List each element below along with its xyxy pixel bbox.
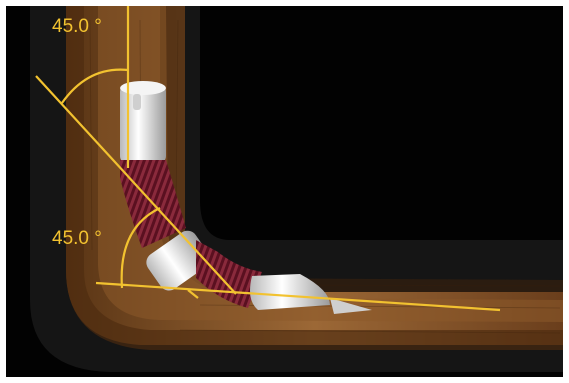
angle-label-middle: 45.0 ° (52, 228, 102, 249)
angle-label-top: 45.0 ° (52, 16, 102, 37)
